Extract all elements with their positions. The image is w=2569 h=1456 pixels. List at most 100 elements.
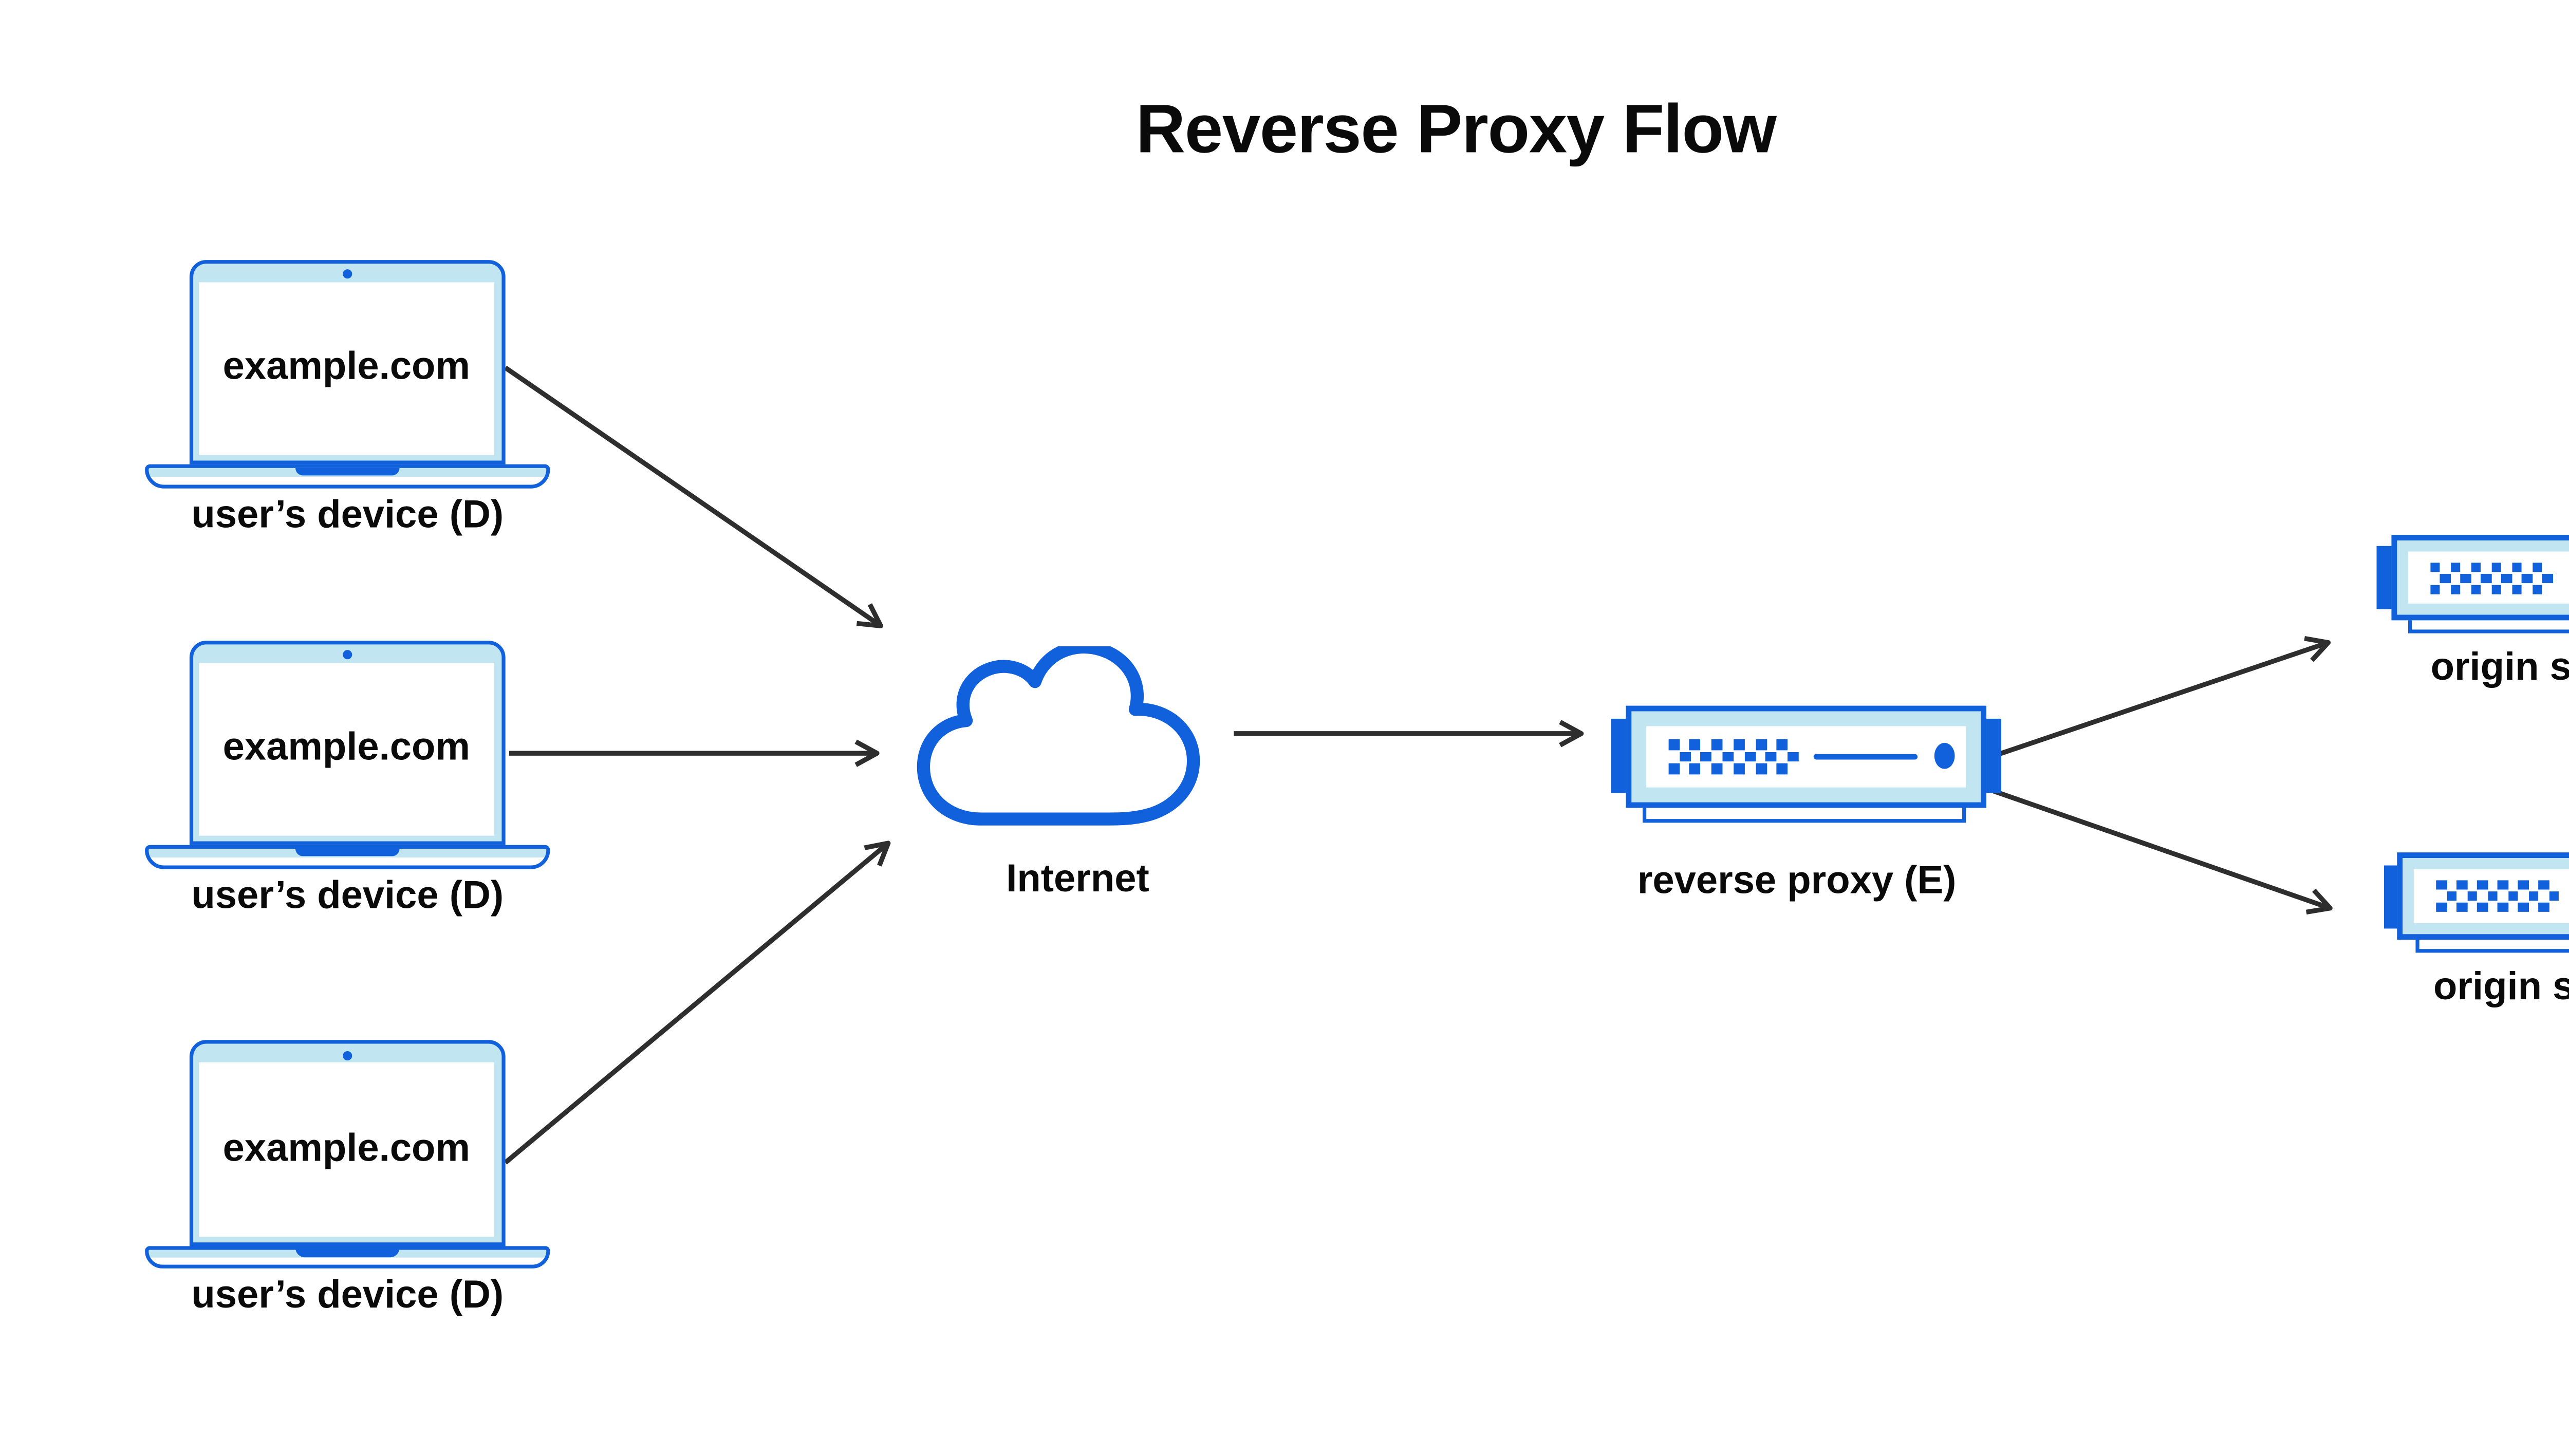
vent-dot (1690, 763, 1701, 774)
origin-server-label-2: origin server (F) (2433, 965, 2569, 1009)
vent-dot (2450, 562, 2461, 571)
vent-dot (2538, 880, 2549, 890)
vent-dot (2491, 562, 2502, 571)
vent-dot (2497, 880, 2508, 890)
vent-dot (2528, 891, 2539, 901)
vent-dot (2470, 562, 2481, 571)
vent-dot-row (2446, 891, 2559, 901)
webcam-dot-icon (343, 650, 352, 660)
vent-dot (2440, 573, 2450, 583)
vent-dot (2487, 891, 2498, 901)
vent-dot-row (1668, 739, 1799, 750)
server-icon (1625, 705, 1987, 808)
device-screen-text: example.com (222, 727, 470, 770)
vent-dot (1788, 751, 1799, 762)
laptop-base-icon (145, 1246, 550, 1269)
server-led-icon (1934, 743, 1956, 770)
server-front-panel (1646, 725, 1967, 788)
device-label: user’s device (D) (191, 493, 504, 536)
vent-dot (1777, 739, 1788, 750)
vent-dot (1690, 739, 1701, 750)
arrow-reverse-proxy-to-origin-2 (1993, 789, 2333, 914)
laptop-icon: example.com (189, 1040, 507, 1246)
origin-server-node-2 (2383, 853, 2569, 953)
origin-server-label-1: origin server (F) (2430, 645, 2569, 688)
vent-dot (2446, 891, 2457, 901)
vent-dot (1668, 763, 1680, 774)
device-screen-text: example.com (222, 346, 470, 389)
vent-dot (2460, 573, 2471, 583)
vent-dot (2491, 584, 2502, 594)
internet-cloud-icon (917, 646, 1200, 826)
vent-dot (2429, 562, 2440, 571)
laptop-base-icon (145, 845, 550, 869)
device-node-3: example.com user’s device (D) (145, 1040, 550, 1319)
vent-dot (1711, 763, 1723, 774)
server-front-panel (2413, 869, 2569, 923)
arrow-device-2-to-internet (509, 739, 880, 767)
server-icon (2390, 534, 2569, 621)
vent-dot (1733, 763, 1745, 774)
device-screen: example.com (198, 662, 494, 837)
laptop-notch-icon (295, 1248, 400, 1258)
vent-dot (2518, 880, 2528, 890)
vent-dot (1755, 763, 1766, 774)
vent-dot-row (2436, 880, 2559, 890)
server-vents-icon (2429, 562, 2553, 594)
vent-dot (2511, 562, 2522, 571)
vent-dot (2548, 891, 2559, 901)
server-vents-icon (1668, 739, 1799, 774)
vent-dot (2470, 584, 2481, 594)
vent-dot (2477, 902, 2487, 912)
internet-label: Internet (1006, 858, 1149, 901)
vent-dot (1766, 751, 1777, 762)
vent-dot (2507, 891, 2518, 901)
vent-dot-row (2429, 562, 2553, 571)
vent-dot (2429, 584, 2440, 594)
reverse-proxy-label: reverse proxy (E) (1637, 860, 1957, 903)
vent-dot-row (2440, 573, 2553, 583)
webcam-dot-icon (343, 269, 352, 279)
vent-dot-row (1679, 751, 1799, 762)
laptop-icon: example.com (189, 640, 507, 846)
vent-dot (2521, 573, 2532, 583)
vent-dot (2531, 584, 2542, 594)
vent-dot (1744, 751, 1756, 762)
server-icon (2397, 853, 2569, 940)
vent-dot (1777, 763, 1788, 774)
vent-dot (1711, 739, 1723, 750)
vent-dot (2466, 891, 2477, 901)
vent-dot (2456, 902, 2467, 912)
device-label: user’s device (D) (191, 1274, 504, 1317)
server-slot-icon (1814, 753, 1918, 760)
vent-dot (2497, 902, 2508, 912)
vent-dot (1668, 739, 1680, 750)
vent-dot (2542, 573, 2553, 583)
vent-dot (1679, 751, 1690, 762)
vent-dot (2518, 902, 2528, 912)
vent-dot (2538, 902, 2549, 912)
vent-dot (2501, 573, 2512, 583)
laptop-notch-icon (295, 848, 400, 857)
vent-dot (2456, 880, 2467, 890)
laptop-base-icon (145, 464, 550, 488)
laptop-notch-icon (295, 467, 400, 476)
vent-dot (2436, 880, 2447, 890)
vent-dot-row (2436, 902, 2559, 912)
device-node-1: example.com user’s device (D) (145, 259, 550, 538)
vent-dot (2531, 562, 2542, 571)
device-label: user’s device (D) (191, 874, 504, 917)
device-screen: example.com (198, 281, 494, 456)
arrow-internet-to-reverse-proxy (1234, 720, 1584, 748)
diagram-title: Reverse Proxy Flow (1135, 91, 1777, 167)
vent-dot (2477, 880, 2487, 890)
device-screen: example.com (198, 1062, 494, 1237)
server-vents-icon (2436, 880, 2559, 912)
laptop-icon: example.com (189, 259, 507, 465)
origin-server-node-1 (2376, 534, 2569, 634)
device-node-2: example.com user’s device (D) (145, 640, 550, 919)
server-front-panel (2407, 551, 2569, 604)
vent-dot (2511, 584, 2522, 594)
